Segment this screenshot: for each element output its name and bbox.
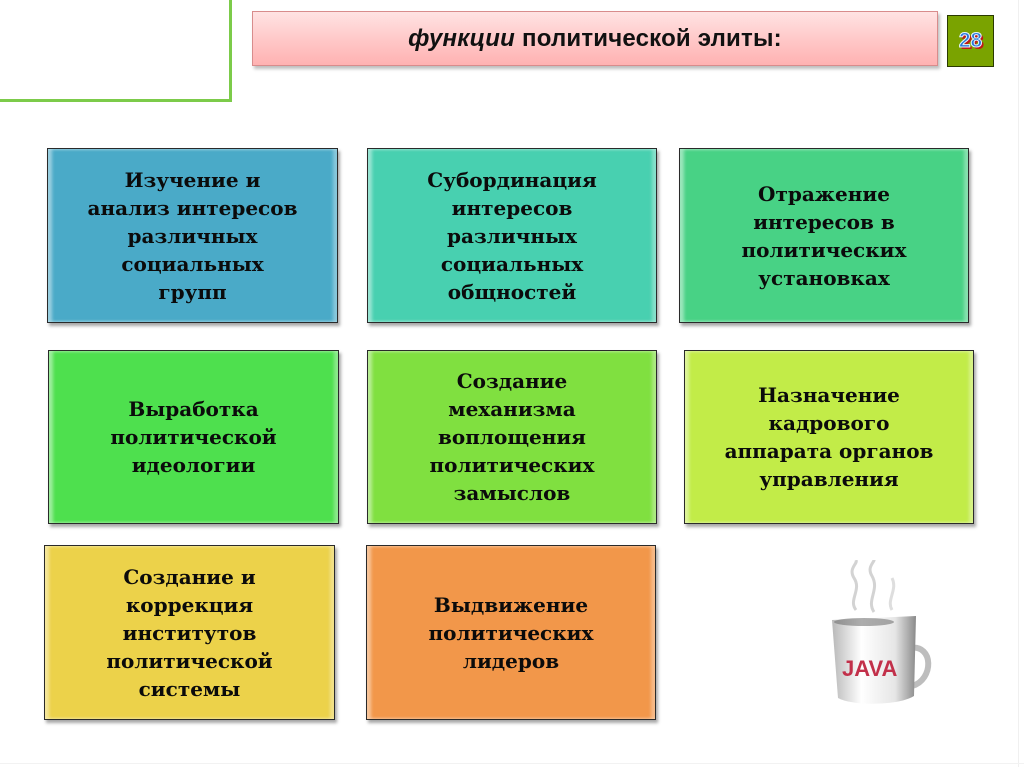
slide-title: функции политической элиты:	[252, 11, 938, 66]
slide-bottom-edge	[0, 763, 1024, 767]
function-box-reflection: Отражение интересов в политических устан…	[679, 148, 969, 323]
function-box-leaders: Выдвижение политических лидеров	[366, 545, 656, 720]
title-main-part: политической элиты:	[522, 24, 782, 52]
coffee-mug-icon: JAVA	[832, 560, 932, 704]
function-box-personnel: Назначение кадрового аппарата органов уп…	[684, 350, 974, 524]
corner-frame-decoration	[0, 0, 232, 102]
function-box-institutions: Создание и коррекция институтов политиче…	[44, 545, 335, 720]
title-italic-part: функции	[408, 24, 515, 52]
slide-right-edge	[1018, 0, 1024, 767]
function-box-subordination: Субординация интересов различных социаль…	[367, 148, 657, 323]
page-number-badge: 28	[947, 15, 994, 67]
function-box-mechanism: Создание механизма воплощения политическ…	[367, 350, 657, 524]
function-box-ideology: Выработка политической идеологии	[48, 350, 339, 524]
mug-java-label: JAVA	[842, 656, 898, 681]
function-box-study-interests: Изучение и анализ интересов различных со…	[47, 148, 338, 323]
